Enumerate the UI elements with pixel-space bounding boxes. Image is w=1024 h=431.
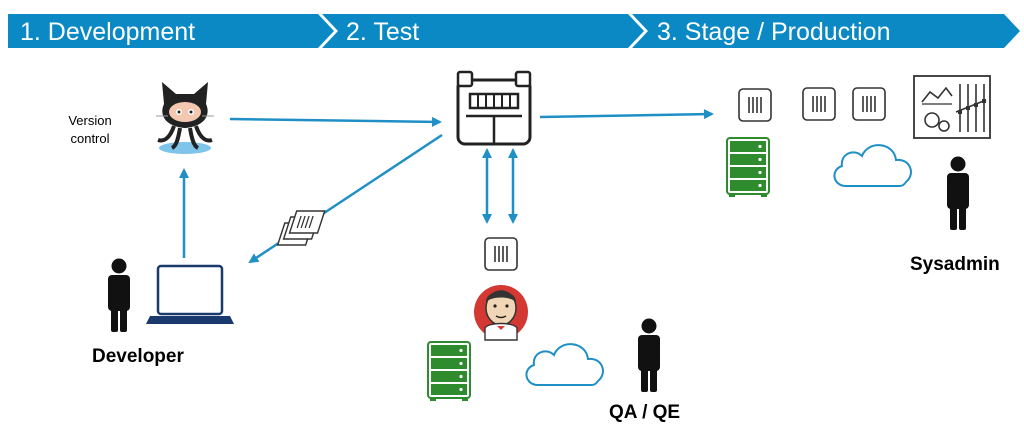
- person-icon: [947, 156, 969, 230]
- arrow-git-to-registry: [229, 116, 442, 127]
- stage-banner: 1. Development 2. Test 3. Stage / Produc…: [8, 14, 1020, 48]
- server-rack-icon: [726, 137, 770, 198]
- flow-arrows: [179, 109, 714, 264]
- cloud-icon: [525, 343, 604, 386]
- person-icon: [108, 258, 130, 332]
- server-rack-icon: [427, 341, 471, 402]
- stage-1-chevron: [8, 14, 334, 48]
- arrow-registry-to-prod: [539, 109, 714, 120]
- dashboard-icon: [913, 75, 991, 139]
- developer-label: Developer: [92, 346, 184, 367]
- container-icon: [802, 87, 836, 121]
- person-icon: [638, 318, 660, 392]
- qa-label: QA / QE: [609, 402, 681, 423]
- documents-icon: [276, 210, 326, 246]
- stage-3-chevron: [632, 14, 1020, 48]
- cloud-icon: [833, 144, 912, 187]
- stage-3-label: 3. Stage / Production: [657, 18, 890, 46]
- stage-1-label: 1. Development: [20, 18, 195, 46]
- container-registry-icon: [456, 70, 532, 146]
- stage-2-label: 2. Test: [346, 18, 419, 46]
- sysadmin-label: Sysadmin: [910, 254, 1000, 275]
- version-control-line2: control: [70, 131, 110, 146]
- container-icon: [484, 237, 518, 271]
- container-icon: [852, 87, 886, 121]
- container-icon: [738, 88, 772, 122]
- jenkins-icon: [474, 285, 528, 341]
- github-octocat-icon: [156, 82, 214, 154]
- stage-2-chevron: [322, 14, 644, 48]
- version-control-label: Version control: [52, 112, 128, 148]
- laptop-icon: [146, 264, 234, 324]
- version-control-line1: Version: [68, 113, 112, 128]
